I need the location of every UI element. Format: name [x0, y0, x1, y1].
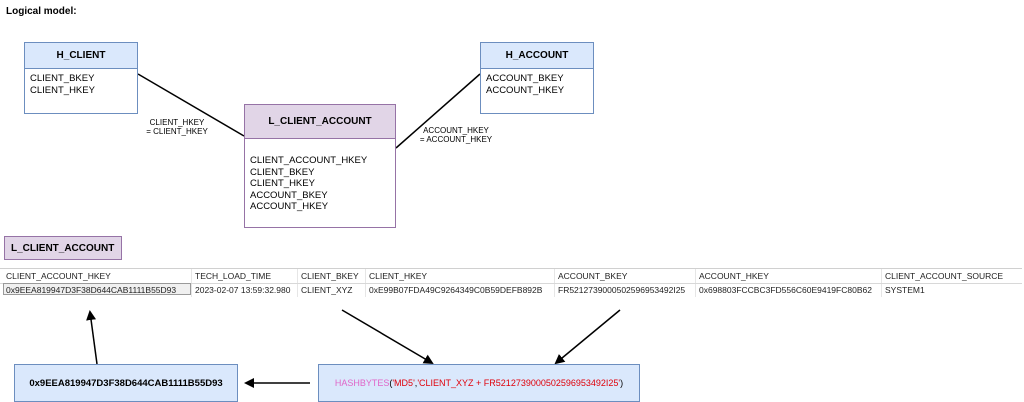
field: CLIENT_BKEY [250, 166, 315, 178]
arrow-from-client-bkey [341, 309, 434, 365]
field: ACCOUNT_BKEY [250, 189, 328, 201]
table-label: L_CLIENT_ACCOUNT [4, 236, 122, 260]
function-name: HASHBYTES [334, 378, 390, 388]
entity-fields: CLIENT_BKEY CLIENT_HKEY [25, 69, 137, 100]
field: CLIENT_HKEY [30, 84, 95, 96]
column-header[interactable]: ACCOUNT_BKEY [558, 271, 628, 281]
relation-label-line: CLIENT_HKEY [149, 118, 205, 127]
table-row: 0x9EEA819947D3F38D644CAB1111B55D93 2023-… [0, 283, 1022, 297]
entity-h-client: H_CLIENT CLIENT_BKEY CLIENT_HKEY [24, 42, 138, 114]
relation-label-account: ACCOUNT_HKEY = ACCOUNT_HKEY [408, 126, 504, 144]
grid-cell[interactable]: FR5212739000502596953492I25 [558, 285, 686, 295]
grid-cell[interactable]: 2023-02-07 13:59:32.980 [195, 285, 291, 295]
entity-header: H_ACCOUNT [481, 43, 593, 69]
page-title: Logical model: [6, 6, 77, 17]
column-header[interactable]: CLIENT_BKEY [301, 271, 359, 281]
column-header[interactable]: CLIENT_ACCOUNT_SOURCE [885, 271, 1004, 281]
grid-cell[interactable]: 0x698803FCCBC3FD556C60E9419FC80B62 [699, 285, 872, 295]
grid-cell[interactable]: SYSTEM1 [885, 285, 925, 295]
comma: , [414, 378, 418, 388]
field: CLIENT_ACCOUNT_HKEY [250, 155, 368, 166]
entity-h-account: H_ACCOUNT ACCOUNT_BKEY ACCOUNT_HKEY [480, 42, 594, 114]
paren-open: ( [389, 378, 393, 388]
paren-close: ) [620, 378, 624, 388]
grid-cell[interactable]: CLIENT_XYZ [301, 285, 353, 295]
algorithm-arg: 'MD5' [392, 378, 415, 388]
field: ACCOUNT_HKEY [250, 201, 329, 212]
arrow-from-account-bkey [554, 309, 621, 365]
relation-label-client: CLIENT_HKEY = CLIENT_HKEY [134, 118, 220, 136]
relation-line-client [137, 73, 245, 137]
column-header[interactable]: CLIENT_HKEY [369, 271, 428, 281]
entity-fields: CLIENT_ACCOUNT_HKEY CLIENT_BKEY CLIENT_H… [245, 139, 395, 217]
arrow-to-hkey-cell [86, 310, 98, 365]
entity-fields: ACCOUNT_BKEY ACCOUNT_HKEY [481, 69, 593, 100]
field: ACCOUNT_HKEY [486, 84, 565, 96]
field: CLIENT_HKEY [250, 178, 315, 189]
value-arg: 'CLIENT_XYZ + FR5212739000502596953492I2… [417, 378, 621, 388]
grid-header-row: CLIENT_ACCOUNT_HKEY TECH_LOAD_TIME CLIEN… [0, 268, 1022, 284]
hash-result-box: 0x9EEA819947D3F38D644CAB1111B55D93 [14, 364, 238, 402]
column-header[interactable]: ACCOUNT_HKEY [699, 271, 769, 281]
entity-header: H_CLIENT [25, 43, 137, 69]
grid-cell-hkey[interactable]: 0x9EEA819947D3F38D644CAB1111B55D93 [6, 285, 177, 295]
entity-header: L_CLIENT_ACCOUNT [245, 105, 395, 139]
field: ACCOUNT_BKEY [486, 73, 564, 84]
result-grid: CLIENT_ACCOUNT_HKEY TECH_LOAD_TIME CLIEN… [0, 268, 1024, 298]
grid-cell[interactable]: 0xE99B07FDA49C9264349C0B59DEFB892B [369, 285, 543, 295]
relation-line-account [395, 73, 481, 149]
relation-label-line: ACCOUNT_HKEY [423, 126, 489, 135]
entity-l-client-account: L_CLIENT_ACCOUNT CLIENT_ACCOUNT_HKEY CLI… [244, 104, 396, 228]
hashbytes-formula-box: HASHBYTES('MD5','CLIENT_XYZ + FR52127390… [318, 364, 640, 402]
selected-cell-outline [3, 283, 191, 295]
column-header[interactable]: CLIENT_ACCOUNT_HKEY [6, 271, 111, 281]
relation-label-line: = ACCOUNT_HKEY [419, 135, 493, 144]
field: CLIENT_BKEY [30, 73, 95, 84]
column-header[interactable]: TECH_LOAD_TIME [195, 271, 272, 281]
relation-label-line: = CLIENT_HKEY [146, 127, 208, 136]
